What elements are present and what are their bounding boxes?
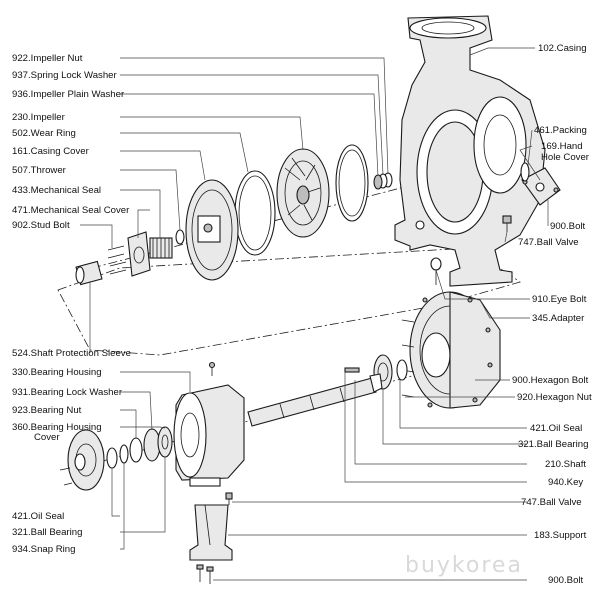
- bearing-housing-cover: [59, 429, 105, 491]
- label-bearing-housing: 330.Bearing Housing: [12, 367, 102, 378]
- label-casing: 102.Casing: [538, 43, 587, 54]
- label-impeller-plain-washer: 936.Impeller Plain Washer: [12, 89, 125, 100]
- label-bearing-housing-cover: 360.Bearing Housing: [12, 422, 102, 433]
- thrower: [175, 229, 185, 245]
- packing-ring: [520, 162, 530, 182]
- shaft-key: [344, 367, 360, 373]
- label-hexagon-bolt: 900.Hexagon Bolt: [512, 375, 589, 386]
- label-stud-bolt: 902.Stud Bolt: [12, 220, 70, 231]
- label-key: 940.Key: [548, 477, 583, 488]
- label-bearing-housing-cover-2: Cover: [34, 432, 60, 443]
- label-hexagon-nut: 920.Hexagon Nut: [517, 392, 592, 403]
- shaft-protection-sleeve: [75, 260, 103, 286]
- casing-ball-valve: [502, 215, 512, 232]
- label-spring-lock-washer: 937.Spring Lock Washer: [12, 70, 118, 81]
- label-hand-hole-cover-2: Hole Cover: [541, 152, 590, 163]
- left-leaders: [80, 57, 389, 550]
- bearing-housing: [173, 361, 245, 487]
- oil-seal-left: [106, 447, 118, 469]
- casing-cover: [185, 179, 239, 281]
- label-support: 183.Support: [534, 530, 587, 541]
- right-leaders: [213, 47, 549, 581]
- mechanical-seal-cover: [127, 231, 151, 277]
- labels-left: 922.Impeller Nut 937.Spring Lock Washer …: [12, 53, 131, 555]
- label-adapter: 345.Adapter: [532, 313, 585, 324]
- label-snap-ring: 934.Snap Ring: [12, 544, 75, 555]
- label-ball-valve-upper: 747.Ball Valve: [518, 237, 579, 248]
- label-mechanical-seal: 433.Mechanical Seal: [12, 185, 101, 196]
- lower-ball-valve: [225, 492, 233, 505]
- label-eye-bolt: 910.Eye Bolt: [532, 294, 587, 305]
- casing-gasket: [234, 170, 276, 256]
- label-wear-ring: 502.Wear Ring: [12, 128, 76, 139]
- ball-bearing-left: [157, 426, 173, 458]
- label-impeller-nut: 922.Impeller Nut: [12, 53, 83, 64]
- watermark: buykorea: [405, 553, 523, 578]
- label-packing: 461.Packing: [534, 125, 587, 136]
- label-bolt-lower: 900.Bolt: [548, 575, 584, 586]
- label-oil-seal-right: 421.Oil Seal: [530, 423, 582, 434]
- label-mechanical-seal-cover: 471.Mechanical Seal Cover: [12, 205, 130, 216]
- mechanical-seal: [149, 237, 173, 259]
- label-bolt-upper: 900.Bolt: [550, 221, 586, 232]
- adapter: [409, 291, 501, 409]
- label-hand-hole-cover: 169.Hand: [541, 141, 583, 152]
- label-ball-bearing-right: 321.Ball Bearing: [518, 439, 588, 450]
- support: [189, 504, 233, 561]
- label-thrower: 507.Thrower: [12, 165, 67, 176]
- shaft: [247, 373, 383, 427]
- support-bolts: [196, 564, 214, 584]
- impeller-nut-washers: [373, 172, 393, 190]
- bearing-nut: [129, 437, 143, 463]
- impeller: [276, 148, 330, 238]
- label-shaft-protection-sleeve: 524.Shaft Protection Sleeve: [12, 348, 131, 359]
- group-boundary: [57, 247, 521, 356]
- labels-right: 102.Casing 461.Packing 169.Hand Hole Cov…: [512, 43, 592, 586]
- label-impeller: 230.Impeller: [12, 112, 66, 123]
- label-bearing-lock-washer: 931.Bearing Lock Washer: [12, 387, 123, 398]
- label-shaft: 210.Shaft: [545, 459, 586, 470]
- stud-bolts: [107, 245, 127, 275]
- snap-ring: [119, 444, 129, 464]
- adapter-oil-seal: [396, 359, 408, 381]
- label-ball-bearing-left: 321.Ball Bearing: [12, 527, 82, 538]
- label-casing-cover: 161.Casing Cover: [12, 146, 90, 157]
- label-oil-seal-left: 421.Oil Seal: [12, 511, 64, 522]
- wear-ring: [335, 144, 369, 222]
- label-ball-valve-lower: 747.Ball Valve: [521, 497, 582, 508]
- label-bearing-nut: 923.Bearing Nut: [12, 405, 82, 416]
